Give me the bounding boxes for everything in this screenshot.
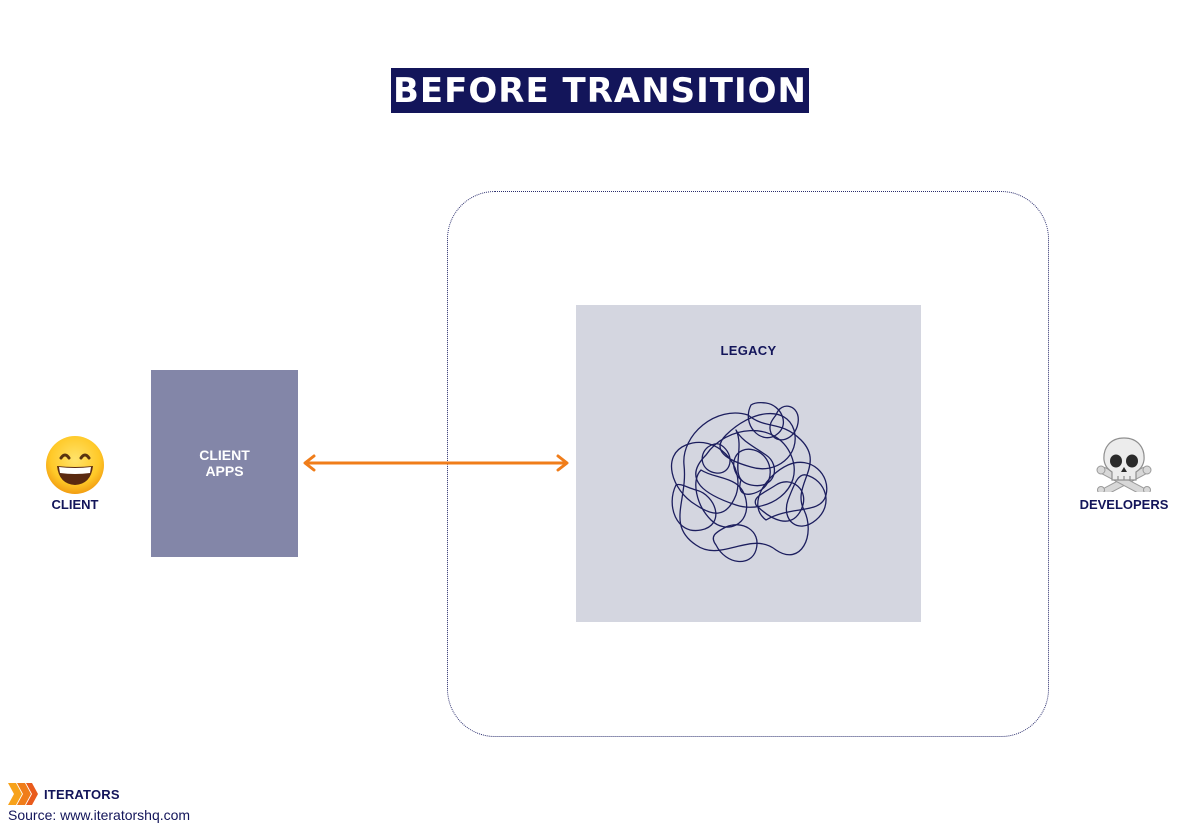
skull-and-crossbones-icon — [1096, 437, 1152, 492]
client-apps-label-line1: CLIENT — [199, 446, 250, 463]
source-credit: Source: www.iteratorshq.com — [8, 807, 191, 823]
page-title: BEFORE TRANSITION — [391, 68, 809, 113]
client-label: CLIENT — [51, 497, 99, 512]
legacy-box: LEGACY — [576, 305, 921, 622]
client-apps-box: CLIENT APPS — [151, 370, 298, 557]
legacy-label: LEGACY — [720, 343, 777, 358]
client-apps-label-line2: APPS — [205, 462, 244, 479]
tangled-code-scribble-icon — [670, 401, 828, 563]
iterators-logo-icon — [8, 783, 38, 805]
iterators-logo: ITERATORS — [8, 783, 120, 805]
grinning-face-icon — [46, 436, 104, 494]
iterators-brand-text: ITERATORS — [44, 786, 120, 802]
bidirectional-arrow — [303, 454, 569, 472]
developers-label: DEVELOPERS — [1079, 497, 1169, 512]
